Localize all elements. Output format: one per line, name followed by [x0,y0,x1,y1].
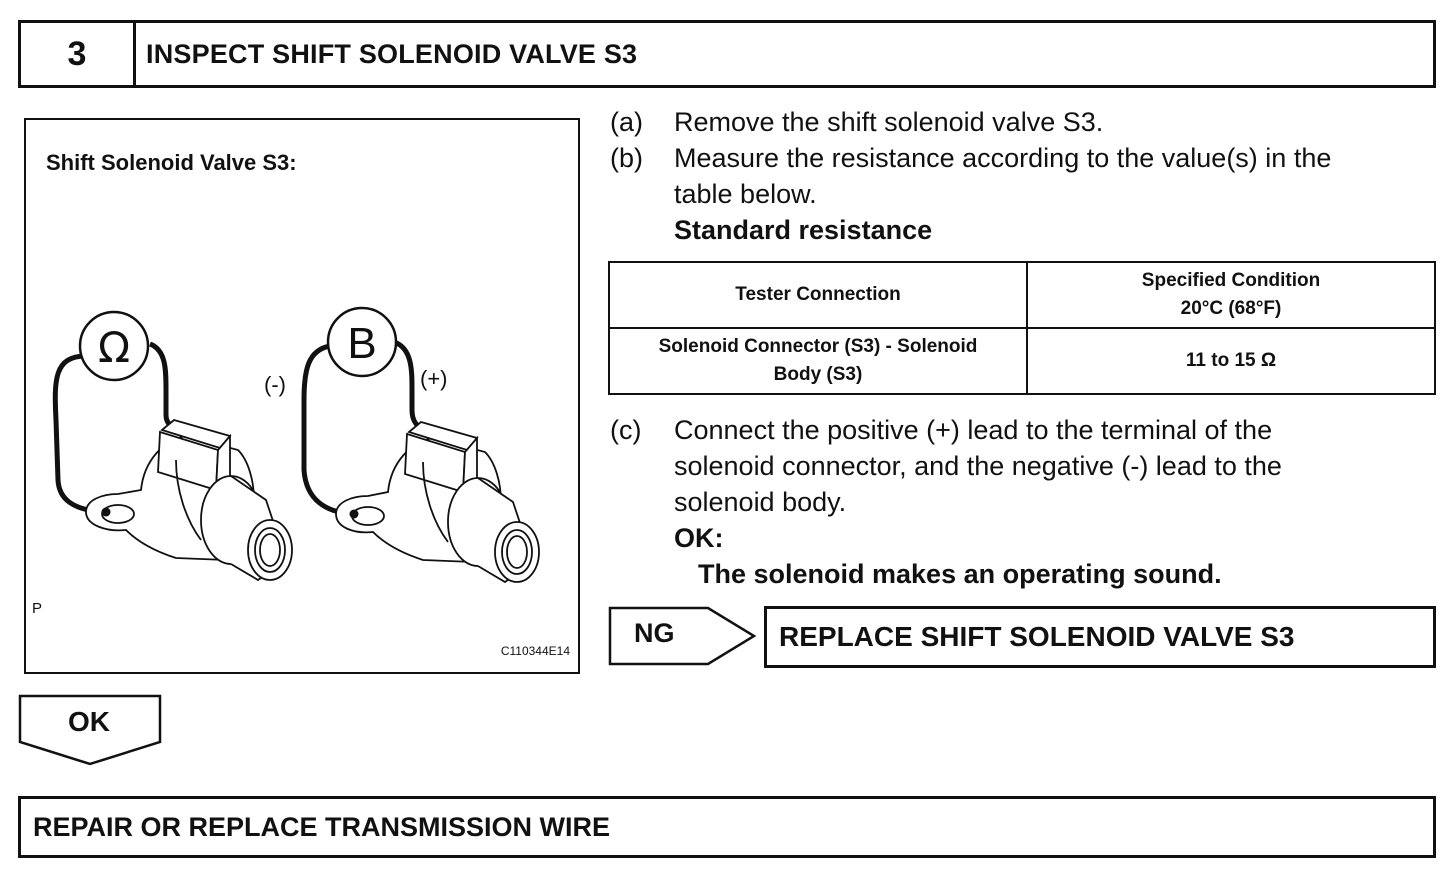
figure-code: C110344E14 [500,644,570,658]
instruction-c-line1: Connect the positive (+) lead to the ter… [674,415,1273,445]
table-row: Solenoid Connector (S3) - Solenoid Body … [608,327,1436,395]
step-number: 3 [21,23,136,85]
instruction-b-line1: Measure the resistance according to the … [674,143,1332,173]
solenoid-left-icon [85,419,293,582]
ng-arrow-icon [608,606,757,666]
instruction-b: (b) Measure the resistance according to … [610,140,1430,250]
instruction-c-label: (c) [610,415,642,445]
ohmmeter-icon [78,310,150,382]
instruction-c: (c) Connect the positive (+) lead to the… [610,412,1430,592]
cell-specified-condition: 11 to 15 Ω [1026,327,1436,395]
instruction-a-label: (a) [610,107,643,137]
ohmmeter-pos-wire [148,341,187,435]
solenoid-figure: Shift Solenoid Valve S3: Ω B [24,118,580,674]
left-ground-terminal-icon [101,507,111,517]
positive-label: (+) [420,366,448,391]
table-header-row: Tester Connection Specified Condition 20… [608,261,1436,329]
step-title: INSPECT SHIFT SOLENOID VALVE S3 [146,38,638,69]
col-specified-condition-header: Specified Condition 20°C (68°F) [1026,261,1436,329]
instruction-a-text: Remove the shift solenoid valve S3. [674,107,1104,137]
solenoid-illustration: Ω B [52,306,540,584]
ok-heading: OK: [674,523,724,553]
ok-label: OK [68,706,110,737]
step-header: 3 INSPECT SHIFT SOLENOID VALVE S3 [18,20,1436,88]
instruction-c-line2: solenoid connector, and the negative (-)… [674,451,1282,481]
col-tester-connection-header: Tester Connection [608,261,1028,329]
instruction-b-line2: table below. [674,179,817,209]
resistance-table: Tester Connection Specified Condition 20… [608,261,1436,395]
figure-p-mark: P [32,600,43,617]
instruction-c-line3: solenoid body. [674,487,847,517]
negative-label: (-) [264,372,286,397]
figure-caption: Shift Solenoid Valve S3: [46,150,297,175]
battery-neg-wire [301,343,353,517]
solenoid-right-icon [335,421,540,584]
ok-action-box: REPAIR OR REPLACE TRANSMISSION WIRE [18,796,1436,858]
battery-symbol: B [347,319,376,368]
ohmmeter-neg-wire [52,353,105,515]
instruction-b-label: (b) [610,143,643,173]
ohm-symbol: Ω [98,323,130,372]
instruction-a: (a) Remove the shift solenoid valve S3. [610,104,1430,140]
standard-resistance-heading: Standard resistance [674,215,933,245]
right-ground-terminal-icon [349,509,359,519]
ng-action-box: REPLACE SHIFT SOLENOID VALVE S3 [764,606,1436,668]
ok-criteria-text: The solenoid makes an operating sound. [698,559,1222,589]
ok-arrow-icon [18,694,162,766]
ng-label: NG [634,618,675,648]
cell-tester-connection: Solenoid Connector (S3) - Solenoid Body … [608,327,1028,395]
battery-icon [326,306,398,378]
